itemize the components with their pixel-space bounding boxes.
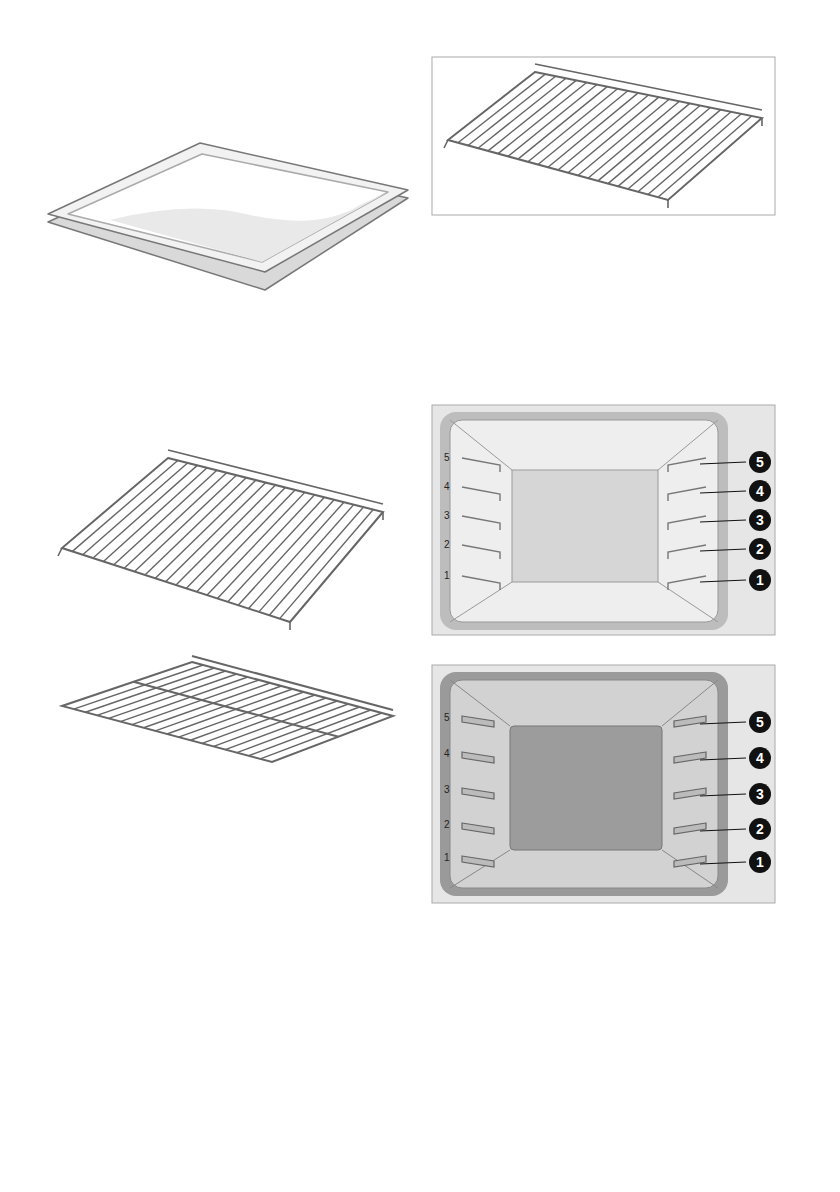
leader-line <box>700 758 746 760</box>
callout-number: 1 <box>749 569 771 591</box>
oven-cavity <box>432 405 775 635</box>
level-number: 1 <box>444 852 450 864</box>
wire-shelf <box>62 656 393 762</box>
level-number: 5 <box>444 712 450 724</box>
leader-line <box>700 794 746 796</box>
callout-number: 4 <box>749 747 771 769</box>
level-number: 2 <box>444 539 450 551</box>
callout-number: 4 <box>749 480 771 502</box>
level-number: 3 <box>444 784 450 796</box>
leader-line <box>700 722 746 724</box>
callout-number: 2 <box>749 538 771 560</box>
oven-cavity <box>432 665 775 903</box>
leader-line <box>700 520 746 522</box>
frame <box>432 57 775 215</box>
leader-line <box>700 580 746 582</box>
wire-rack <box>58 450 383 630</box>
callout-number: 3 <box>749 509 771 531</box>
leader-line <box>700 829 746 831</box>
level-number: 2 <box>444 819 450 831</box>
leader-lines <box>700 462 746 864</box>
wire-rack <box>444 64 762 208</box>
leader-line <box>700 549 746 551</box>
level-number: 3 <box>444 510 450 522</box>
level-number: 5 <box>444 452 450 464</box>
callout-number: 5 <box>749 711 771 733</box>
callout-number: 1 <box>749 851 771 873</box>
level-number: 1 <box>444 570 450 582</box>
leader-line <box>700 462 746 464</box>
callout-number: 5 <box>749 451 771 473</box>
level-number: 4 <box>444 748 450 760</box>
callout-number: 3 <box>749 783 771 805</box>
leader-line <box>700 491 746 493</box>
callout-number: 2 <box>749 818 771 840</box>
baking-tray <box>48 143 408 290</box>
leader-line <box>700 862 746 864</box>
level-number: 4 <box>444 481 450 493</box>
